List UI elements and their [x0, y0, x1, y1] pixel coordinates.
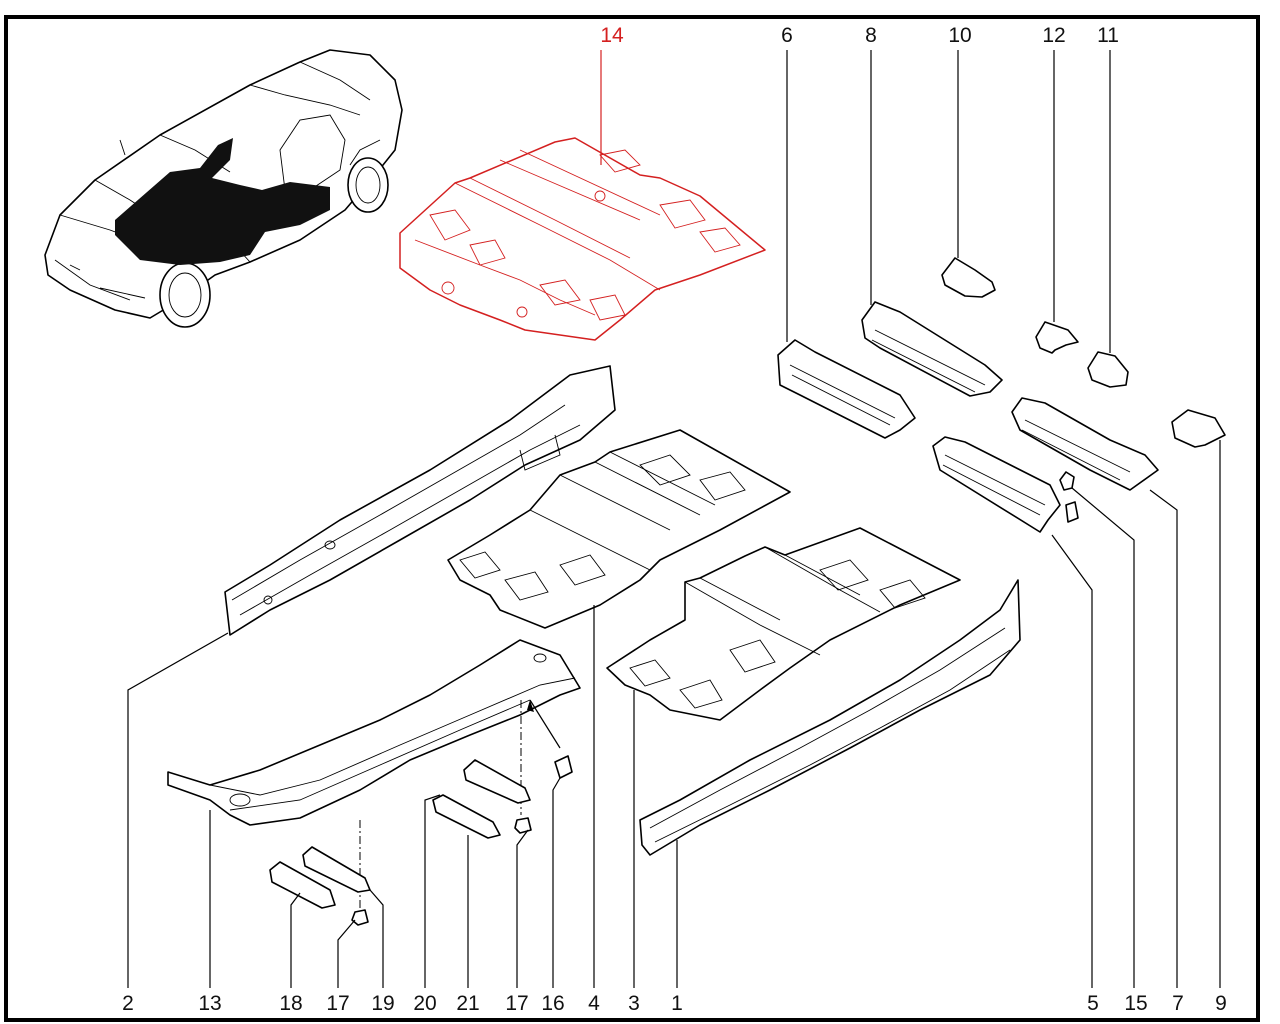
callout-3[interactable]: 3: [628, 992, 640, 1015]
part-15-clip[interactable]: [1059, 471, 1079, 523]
callout-11[interactable]: 11: [1097, 24, 1119, 47]
callout-9[interactable]: 9: [1215, 992, 1227, 1015]
part-13-tunnel[interactable]: [167, 639, 581, 910]
callout-15[interactable]: 15: [1124, 992, 1147, 1015]
part-5-crossmember[interactable]: [932, 436, 1061, 533]
part-10-bracket[interactable]: [941, 257, 996, 298]
part-17-nut[interactable]: [351, 909, 369, 926]
leader-lines: [127, 50, 1221, 988]
callout-20[interactable]: 20: [413, 992, 436, 1015]
callout-2[interactable]: 2: [122, 992, 134, 1015]
callout-7[interactable]: 7: [1172, 992, 1184, 1015]
part-4-floor-panel-left[interactable]: [447, 429, 791, 629]
callout-5[interactable]: 5: [1087, 992, 1099, 1015]
callout-1[interactable]: 1: [671, 992, 683, 1015]
callout-17[interactable]: 17: [505, 992, 528, 1015]
part-6-crossmember[interactable]: [777, 339, 916, 439]
part-14-floor-assembly[interactable]: [399, 137, 766, 341]
callouts-top: 14 6 8 10 12 11: [600, 24, 1119, 47]
part-17-nut[interactable]: [514, 817, 532, 834]
part-1-side-sill[interactable]: [639, 579, 1021, 856]
part-21-plate[interactable]: [432, 794, 501, 839]
callout-17[interactable]: 17: [326, 992, 349, 1015]
callout-10[interactable]: 10: [948, 24, 971, 47]
car-overview-illustration: [44, 49, 403, 328]
callout-19[interactable]: 19: [371, 992, 394, 1015]
callout-16[interactable]: 16: [541, 992, 564, 1015]
part-8-crossmember[interactable]: [861, 301, 1003, 397]
part-12-bracket[interactable]: [1035, 321, 1079, 354]
part-2-side-sill[interactable]: [224, 365, 616, 636]
part-3-floor-panel-right[interactable]: [606, 527, 961, 721]
callouts-bottom: 2 13 18 17 19 20 21 17 16 4 3 1 5 15 7 9: [122, 992, 1227, 1015]
part-16-clip[interactable]: [554, 755, 573, 779]
part-18-plate[interactable]: [269, 861, 336, 909]
callout-13[interactable]: 13: [198, 992, 221, 1015]
part-7-crossmember[interactable]: [1011, 397, 1159, 491]
callout-18[interactable]: 18: [279, 992, 302, 1015]
part-11-bracket[interactable]: [1087, 351, 1129, 388]
floor-area-highlight: [115, 138, 330, 265]
callout-21[interactable]: 21: [456, 992, 479, 1015]
callout-14[interactable]: 14: [600, 24, 624, 47]
part-20-plate[interactable]: [463, 759, 531, 804]
callout-6[interactable]: 6: [781, 24, 793, 47]
callout-4[interactable]: 4: [588, 992, 600, 1015]
diagram-frame: [4, 15, 1260, 1022]
callout-12[interactable]: 12: [1042, 24, 1065, 47]
callout-8[interactable]: 8: [865, 24, 877, 47]
part-9-bracket[interactable]: [1171, 409, 1226, 448]
